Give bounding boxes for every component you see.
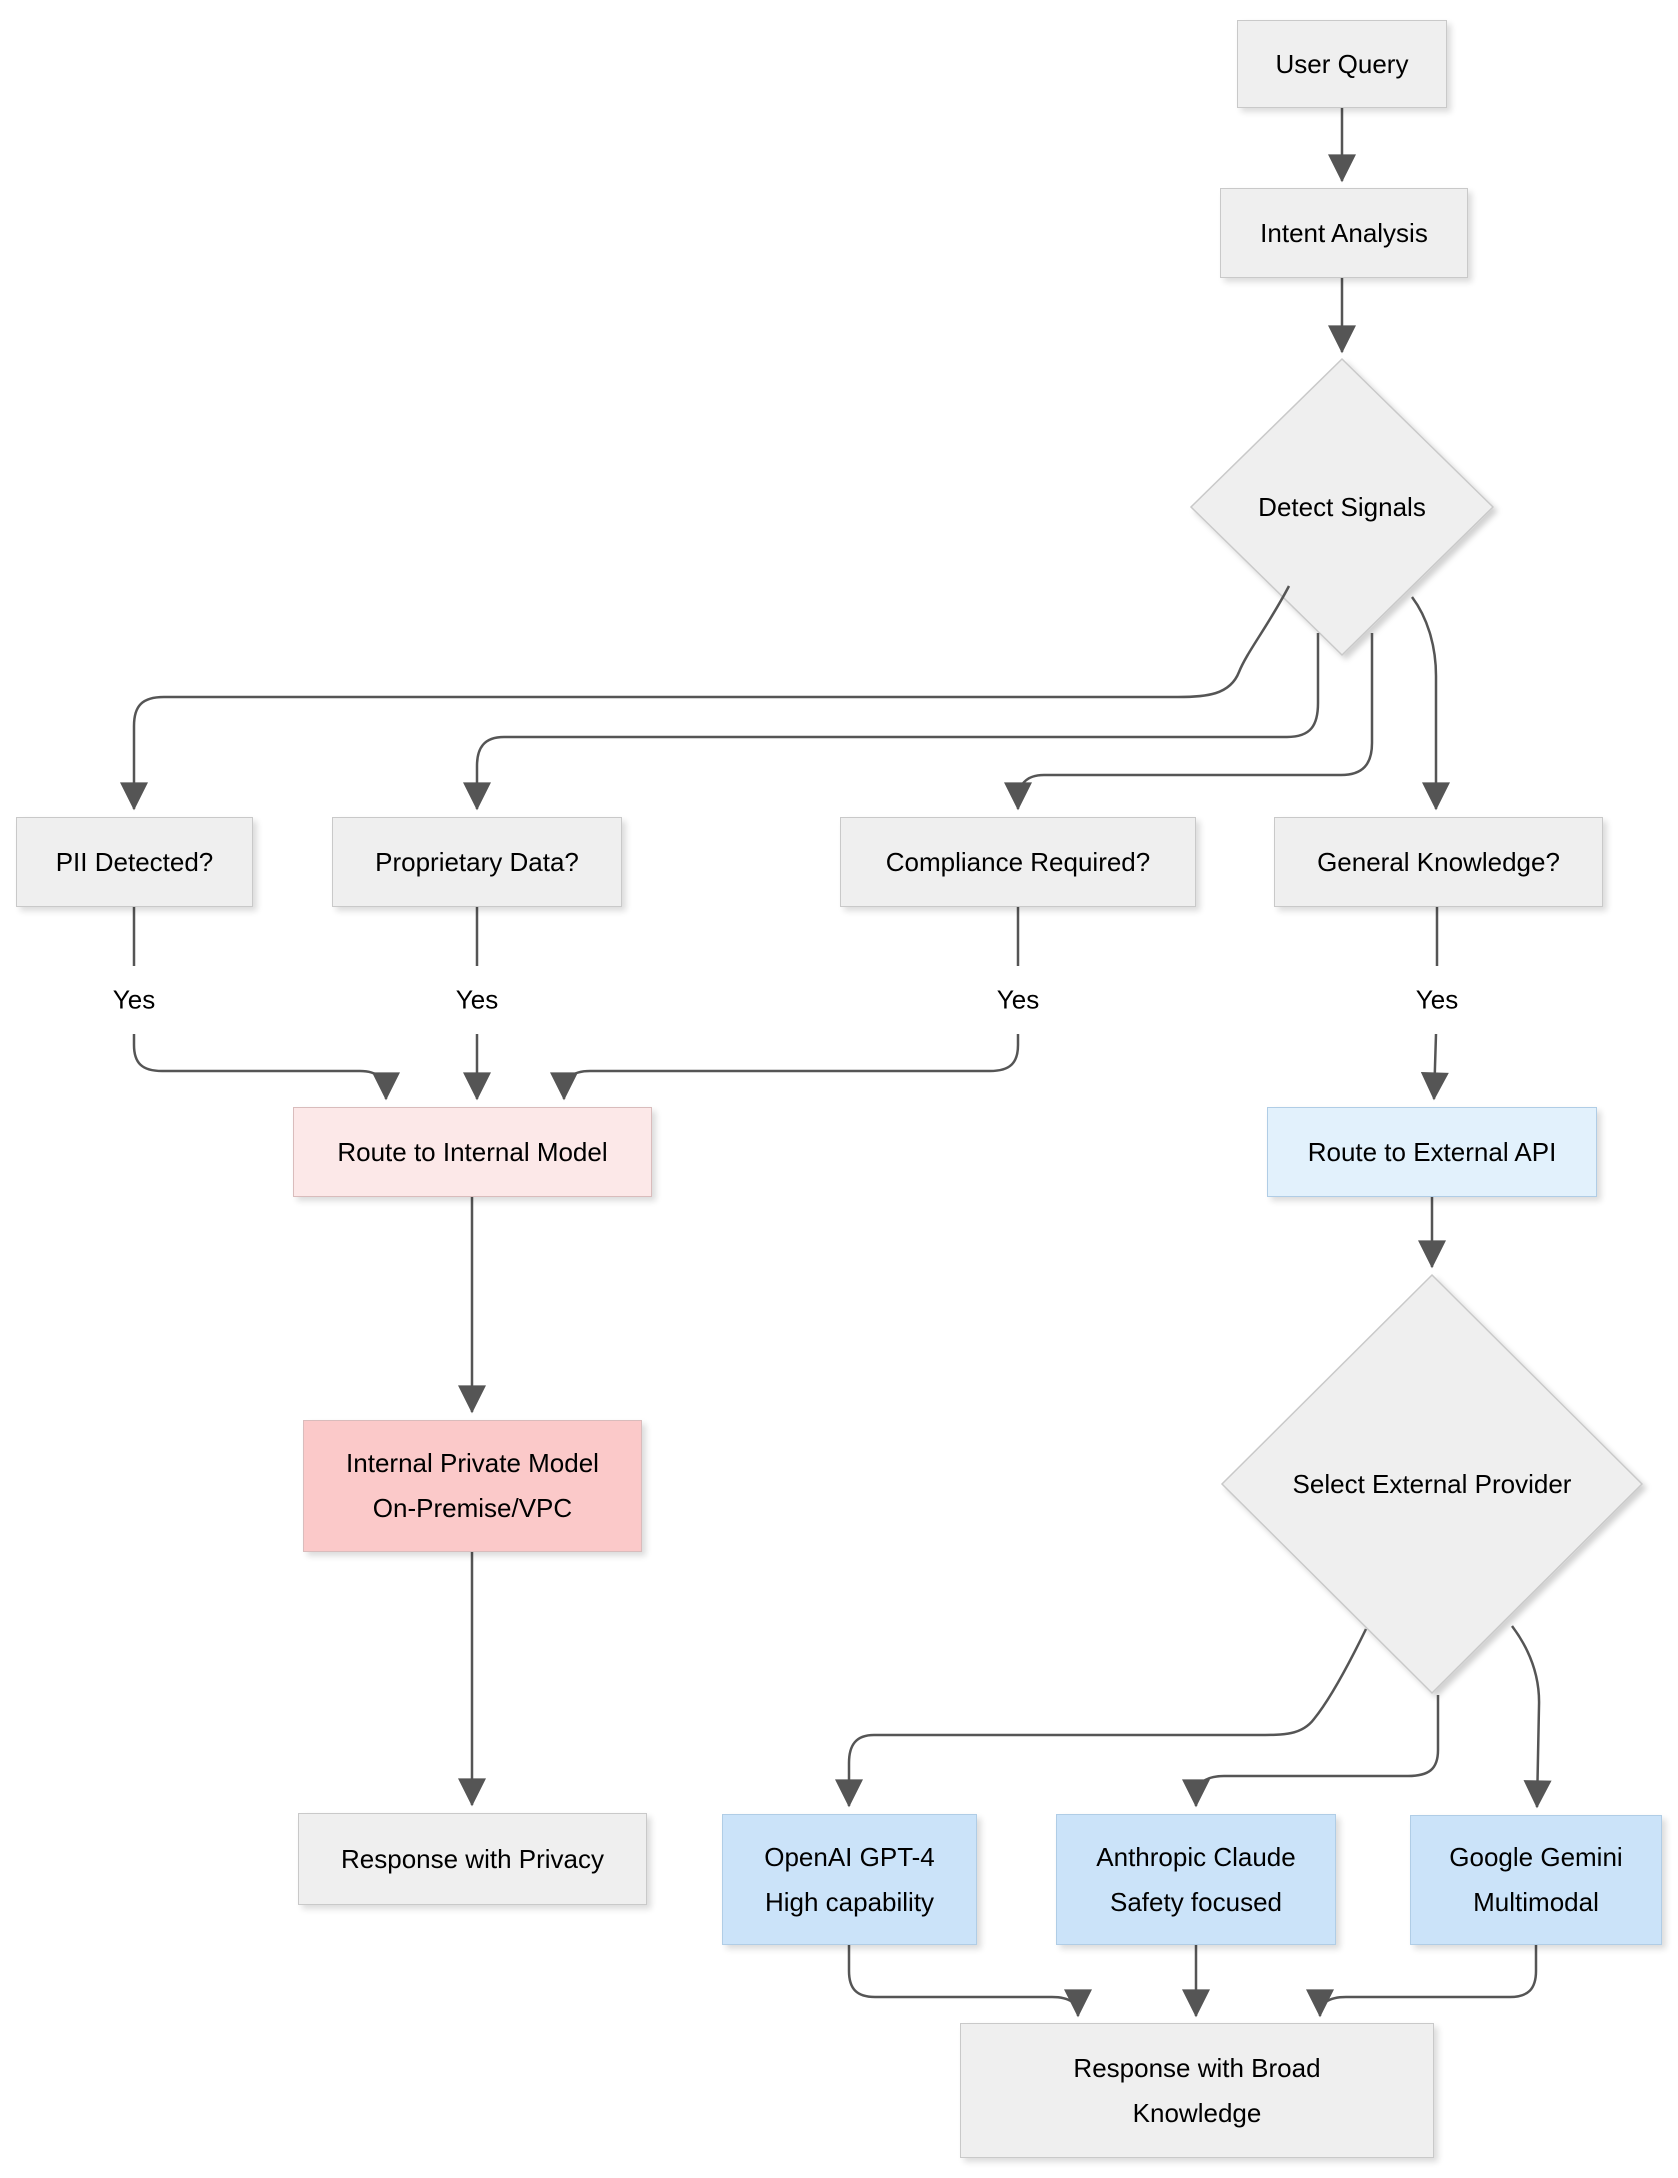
edge-detect-compliance: [1004, 633, 1374, 811]
node-label: Response with Privacy: [341, 1843, 604, 1874]
node-label-line2: High capability: [764, 1886, 935, 1917]
node-intent-analysis: Intent Analysis: [1220, 188, 1468, 278]
node-label: User Query: [1275, 48, 1409, 79]
node-label-line2: Safety focused: [1110, 1886, 1282, 1917]
node-label: Intent Analysis: [1260, 217, 1428, 248]
edge-select-anthropic: [1182, 1695, 1440, 1808]
node-label: Detect Signals: [1258, 491, 1426, 522]
node-detect-signals-shape: [1189, 357, 1495, 657]
node-pii-detected: PII Detected?: [16, 817, 253, 907]
edge-openai-broad: [847, 1945, 1092, 2018]
node-label-line2: Multimodal: [1473, 1887, 1599, 1917]
node-label: Proprietary Data?: [375, 846, 579, 877]
edge-gemini-broad: [1306, 1945, 1538, 2018]
node-label: Compliance Required?: [885, 846, 1151, 877]
node-label-line2: Knowledge: [1132, 2097, 1262, 2128]
edge-label-yes-general: Yes: [1415, 984, 1459, 1015]
edge-compliance-yes-bottom: [550, 1034, 1020, 1101]
node-openai-gpt4: OpenAI GPT-4 High capability: [722, 1814, 977, 1945]
node-label: General Knowledge?: [1317, 846, 1560, 877]
node-label: PII Detected?: [55, 846, 214, 877]
node-anthropic-claude: Anthropic Claude Safety focused: [1056, 1814, 1336, 1945]
node-label-line1: Internal Private Model: [346, 1448, 599, 1479]
node-route-external: Route to External API: [1267, 1107, 1597, 1197]
node-select-provider-label: Select External Provider: [1252, 1444, 1612, 1524]
node-google-gemini: Google Gemini Multimodal: [1410, 1815, 1662, 1945]
node-label-line2: On-Premise/VPC: [372, 1493, 573, 1523]
node-internal-private-model: Internal Private Model On-Premise/VPC: [303, 1420, 642, 1552]
node-label-line1: OpenAI GPT-4: [764, 1841, 935, 1872]
node-label: Route to External API: [1307, 1136, 1557, 1167]
node-detect-signals-label: Detect Signals: [1192, 467, 1492, 547]
edge-select-openai: [835, 1628, 1368, 1808]
node-label-line1: Response with Broad: [1073, 2052, 1321, 2083]
edge-label-yes-compliance: Yes: [996, 984, 1040, 1015]
node-compliance-required: Compliance Required?: [840, 817, 1196, 907]
node-select-provider-shape: [1220, 1273, 1644, 1695]
node-label: Select External Provider: [1292, 1468, 1572, 1499]
node-label: Route to Internal Model: [337, 1136, 608, 1167]
node-label-line1: Google Gemini: [1449, 1842, 1623, 1873]
edge-detect-pii: [120, 585, 1291, 811]
edge-detect-general: [1410, 596, 1450, 811]
node-proprietary-data: Proprietary Data?: [332, 817, 622, 907]
node-label-line1: Anthropic Claude: [1096, 1841, 1296, 1872]
node-route-internal: Route to Internal Model: [293, 1107, 652, 1197]
edge-pii-yes-bottom: [132, 1034, 400, 1101]
edge-general-yes-bottom: [1420, 1033, 1449, 1101]
edge-label-yes-pii: Yes: [112, 984, 156, 1015]
edge-select-gemini: [1510, 1625, 1552, 1809]
node-response-broad: Response with Broad Knowledge: [960, 2023, 1434, 2158]
node-general-knowledge: General Knowledge?: [1274, 817, 1603, 907]
edge-label-yes-proprietary: Yes: [455, 984, 499, 1015]
node-user-query: User Query: [1237, 20, 1447, 108]
node-response-privacy: Response with Privacy: [298, 1813, 647, 1905]
edge-detect-proprietary: [463, 633, 1320, 811]
